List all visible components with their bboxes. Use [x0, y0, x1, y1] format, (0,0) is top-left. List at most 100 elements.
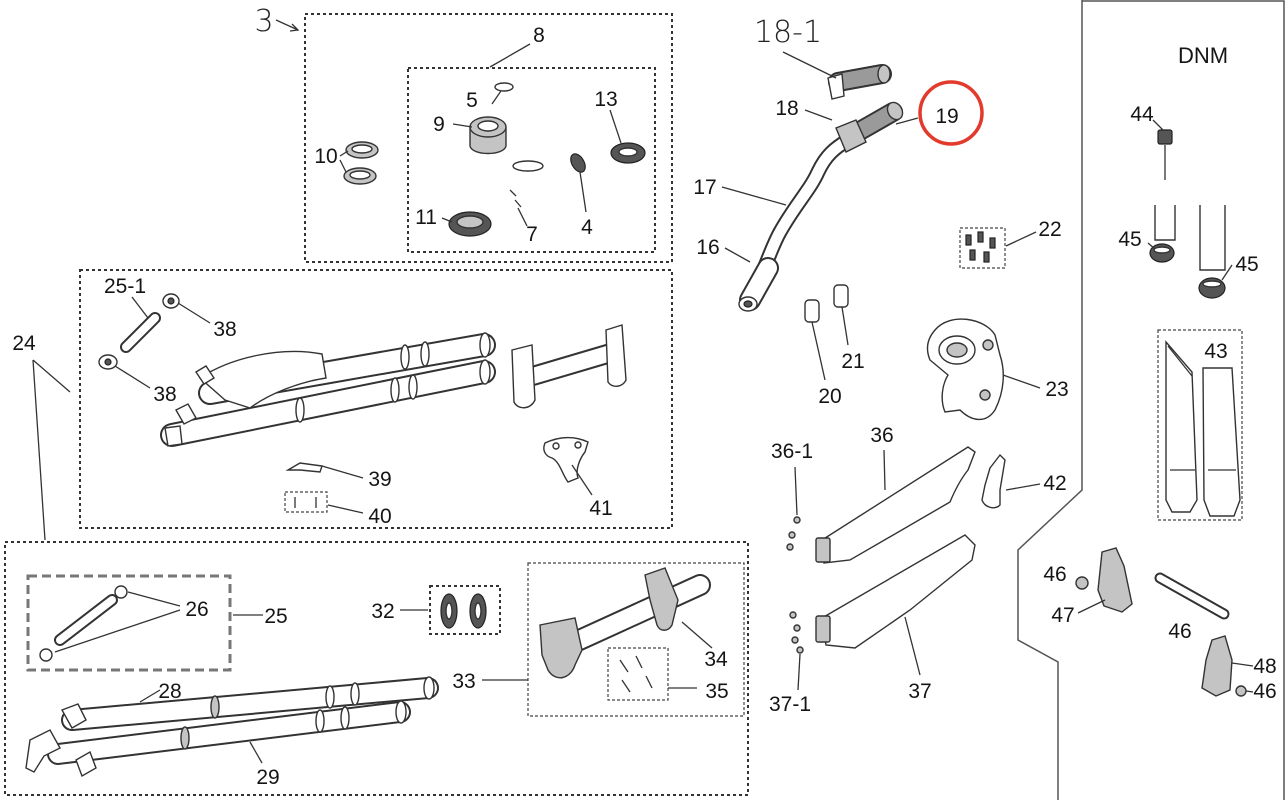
dnm-tube-part	[1154, 205, 1226, 271]
dnm-nut-part	[1075, 576, 1089, 590]
callout-25-1: 25-1	[104, 275, 146, 298]
group-handlebar-parts	[738, 64, 1004, 421]
callout-36: 36	[870, 424, 893, 447]
lower-fork-leg-pair-part	[25, 676, 439, 778]
dnm-nut-part	[1235, 685, 1247, 697]
callout-37-1: 37-1	[769, 693, 811, 716]
callout-26: 26	[185, 598, 208, 621]
callout-39: 39	[368, 468, 391, 491]
callout-21: 21	[841, 350, 864, 373]
brace-bolt-part	[294, 497, 317, 508]
dust-seal-pair-part	[343, 141, 379, 185]
dnm-title: DNM	[1178, 43, 1228, 68]
seal-kit-box	[429, 585, 501, 635]
callouts-upper-fork: 24 25-1 38 38 39 40 41	[12, 275, 612, 528]
callout-32: 32	[371, 600, 394, 623]
group-dnm-parts	[1075, 129, 1247, 697]
callout-7: 7	[526, 223, 538, 246]
bar-mount-cap-part	[833, 284, 849, 308]
callout-3: 3	[254, 4, 273, 39]
clip-part	[509, 189, 522, 208]
o-ring-part	[512, 160, 544, 172]
pin-part	[491, 82, 514, 105]
upper-bearing-part	[469, 116, 507, 155]
right-grip-part	[848, 101, 904, 142]
washer-part	[162, 293, 180, 309]
dnm-left-caliper-part	[1097, 547, 1133, 613]
group-frames	[4, 0, 1285, 800]
callout-11: 11	[415, 206, 437, 229]
dnm-guard-box	[1157, 329, 1243, 521]
callout-46: 46	[1168, 620, 1191, 643]
callouts-fork-guards: 36-1 36 42 37-1 37	[769, 424, 1067, 716]
lower-bearing-part	[448, 211, 492, 237]
highlight-circle	[918, 80, 984, 146]
guard-plate-part	[981, 453, 1006, 509]
callout-41: 41	[589, 497, 612, 520]
callout-16: 16	[696, 236, 719, 259]
group-upper-fork-parts	[98, 293, 627, 508]
axle-kit-box	[26, 574, 232, 672]
callout-13: 13	[594, 88, 617, 111]
fork-seal-part	[440, 593, 487, 629]
throttle-housing-part	[835, 119, 867, 153]
lower-triple-clamp-part	[539, 567, 711, 679]
callout-23: 23	[1045, 378, 1068, 401]
callout-34: 34	[704, 648, 728, 671]
callout-43: 43	[1204, 340, 1227, 363]
callout-29: 29	[256, 766, 279, 789]
callouts-lower-fork: 25 26 32 33 34 35 28 29	[158, 598, 728, 789]
brace-bolt-box	[284, 491, 328, 513]
group-lower-fork-parts	[25, 567, 711, 778]
callout-33: 33	[452, 670, 475, 693]
fork-leg-pair-part	[160, 332, 496, 447]
dnm-fork-guard-part	[1165, 340, 1241, 517]
callout-24: 24	[12, 332, 36, 355]
bearing-set-box	[407, 67, 656, 253]
callout-38: 38	[153, 383, 176, 406]
bar-mount-cap-part	[804, 299, 820, 323]
dnm-panel-frame	[1017, 0, 1285, 800]
callout-17: 17	[693, 176, 716, 199]
bolt-kit-box	[959, 227, 1006, 269]
brake-hose-bracket-part	[285, 462, 323, 473]
ball-bearing-part	[570, 153, 586, 173]
upper-triple-clamp-part	[511, 324, 627, 409]
left-grip-part	[738, 257, 779, 312]
lower-fork-guard-part	[815, 534, 976, 649]
callout-35: 35	[705, 680, 728, 703]
callout-28: 28	[158, 680, 181, 703]
fork-brace-part	[543, 436, 589, 483]
callout-9: 9	[433, 113, 445, 136]
clamp-bolt-box	[607, 647, 669, 701]
callout-46: 46	[1253, 680, 1276, 703]
callout-45: 45	[1118, 228, 1141, 251]
callout-48: 48	[1253, 655, 1276, 678]
callout-18: 18	[775, 97, 798, 120]
dnm-oil-seal-part	[1198, 277, 1226, 299]
callout-38: 38	[213, 318, 236, 341]
callout-19: 19	[935, 105, 958, 128]
callout-40: 40	[368, 505, 391, 528]
guard-bolt-set-part	[786, 516, 801, 551]
callout-37: 37	[908, 680, 931, 703]
callouts-dnm-panel: DNM 44 45 45 43 46 47 46 48 46	[1043, 43, 1276, 703]
bolt-kit-part	[965, 231, 996, 263]
callout-36-1: 36-1	[771, 440, 813, 463]
callout-8: 8	[533, 24, 545, 47]
callout-44: 44	[1130, 103, 1154, 126]
callout-45: 45	[1235, 253, 1258, 276]
throttle-grip-part	[827, 64, 892, 100]
dnm-oil-seal-part	[1149, 243, 1175, 263]
callout-46: 46	[1043, 563, 1066, 586]
dnm-axle-part	[1154, 572, 1230, 620]
group-fork-guard-parts	[786, 446, 1006, 654]
callout-5: 5	[466, 89, 478, 112]
bearing-race-part	[610, 142, 646, 164]
callout-4: 4	[581, 216, 593, 239]
callout-18-1: 18-1	[754, 15, 822, 50]
callout-25: 25	[264, 605, 287, 628]
bar-clamp-part	[926, 318, 1004, 421]
axle-pin-part	[120, 312, 161, 353]
